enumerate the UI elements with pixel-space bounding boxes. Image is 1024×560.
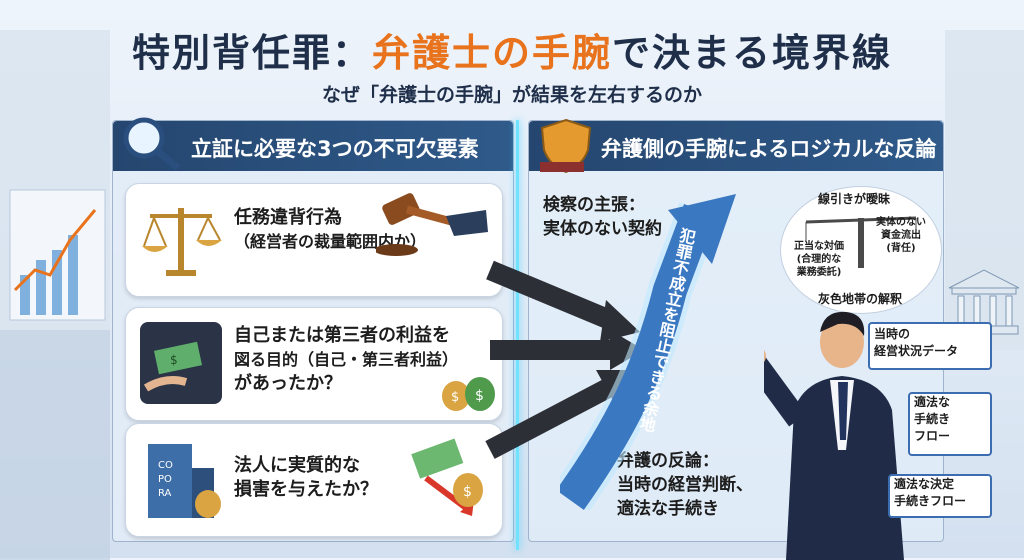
balance-scale-diagram (805, 216, 917, 268)
defense-panel-title: 弁護側の手腕によるロジカルな反論 (601, 137, 937, 161)
svg-text:$: $ (451, 390, 459, 405)
scale-right-line1: 実体のない (876, 217, 926, 228)
money-bags-icon: $ $ (442, 377, 495, 411)
scale-bottom-label: 灰色地帯の解釈 (818, 292, 903, 306)
money-handoff-icon: $ (140, 322, 222, 404)
purpose-line3: があったか？ (234, 373, 342, 394)
page-title: 特別背任罪：弁護士の手腕で決まる境界線 (131, 31, 893, 75)
center-divider (516, 120, 519, 550)
purpose-line2: 図る目的（自己・第三者利益） (234, 350, 459, 369)
scale-top-label: 線引きが曖昧 (818, 192, 891, 206)
defense-upward-arrow: 犯罪不成立を阻止できる余地 (560, 194, 736, 510)
defense-line1: 弁護の反論： (617, 451, 719, 471)
purpose-line1: 自己または第三者の利益を (234, 325, 450, 346)
purpose-text: 自己または第三者の利益を 図る目的（自己・第三者利益） があったか？ (234, 324, 458, 396)
title-accent: 弁護士の手腕 (371, 31, 612, 75)
scale-left-line1: 正当な対価 (794, 241, 844, 252)
element-card-purpose: $ 自己または第三者の利益を 図る目的（自己・第三者利益） があったか？ $ $ (125, 307, 503, 421)
callout-flow-1 (908, 392, 992, 456)
damage-line1: 法人に実質的な (234, 455, 360, 476)
defense-panel-header: 弁護側の手腕によるロジカルな反論 (529, 121, 943, 171)
svg-text:RA: RA (158, 488, 172, 499)
callout-line2: 経営状況データ (874, 344, 959, 358)
callout-business-data (868, 322, 992, 370)
prosecution-line1: 検察の主張： (543, 195, 645, 215)
defense-line2: 当時の経営判断、 (617, 475, 753, 495)
page-subtitle: なぜ「弁護士の手腕」が結果を左右するのか (321, 84, 702, 106)
elements-panel-title: 立証に必要な3つの不可欠要素 (191, 137, 479, 161)
prosecution-claim: 検察の主張： 実体のない契約 (543, 193, 662, 241)
growth-chart-decoration (9, 189, 106, 321)
damage-line2: 損害を与えたか？ (234, 479, 378, 500)
breach-text: 任務違背行為 （経営者の裁量範囲内か） (234, 206, 426, 254)
defense-argument: 弁護の反論： 当時の経営判断、 適法な手続き (617, 449, 753, 521)
svg-text:CO: CO (158, 460, 173, 471)
callout-flow-1-text: 適法な 手続き フロー (914, 394, 950, 445)
converging-arrows (485, 260, 644, 459)
svg-text:$: $ (475, 388, 484, 404)
shield-icon (540, 118, 592, 174)
callout-business-data-text: 当時の 経営状況データ (874, 326, 958, 360)
flow1-line2: 手続き (914, 412, 951, 426)
scale-right-line3: (背任) (886, 243, 916, 254)
flow1-line1: 適法な (914, 395, 951, 409)
scale-right-label: 実体のない 資金流出 (背任) (866, 216, 936, 255)
damage-text: 法人に実質的な 損害を与えたか？ (234, 454, 378, 502)
scale-left-line3: 業務委託) (796, 267, 842, 278)
flow2-line1: 適法な決定 (894, 477, 955, 491)
scales-of-justice-icon (142, 208, 222, 276)
callout-line1: 当時の (874, 327, 911, 341)
scale-right-line2: 資金流出 (881, 230, 921, 241)
money-loss-icon: $ (411, 438, 483, 516)
corporation-building-icon: CO PO RA (148, 444, 221, 518)
svg-text:$: $ (170, 353, 178, 367)
lawyer-figure (764, 311, 904, 560)
svg-text:PO: PO (158, 474, 172, 485)
prosecution-line2: 実体のない契約 (543, 219, 662, 239)
breach-line1: 任務違背行為 (234, 207, 342, 228)
callout-flow-2-text: 適法な決定 手続きフロー (894, 476, 966, 510)
gavel-icon (376, 193, 488, 256)
elements-panel: 立証に必要な3つの不可欠要素 任務違背行為 （経営者の裁量範囲内か） (112, 120, 514, 542)
elements-panel-header: 立証に必要な3つの不可欠要素 (113, 121, 513, 171)
element-card-damage: CO PO RA 法人に実質的な 損害を与えたか？ $ (125, 423, 503, 537)
magnifier-icon (123, 117, 181, 171)
flow1-line3: フロー (914, 429, 951, 443)
defense-line3: 適法な手続き (617, 499, 719, 519)
element-card-breach: 任務違背行為 （経営者の裁量範囲内か） (125, 183, 503, 297)
flow2-line2: 手続きフロー (894, 494, 967, 508)
breach-line2: （経営者の裁量範囲内か） (234, 232, 427, 251)
scale-left-label: 正当な対価 (合理的な 業務委託) (784, 240, 854, 279)
scale-left-line2: (合理的な (796, 254, 842, 265)
callout-flow-2 (888, 474, 992, 518)
svg-text:$: $ (463, 484, 472, 500)
bg-desk (0, 330, 110, 560)
